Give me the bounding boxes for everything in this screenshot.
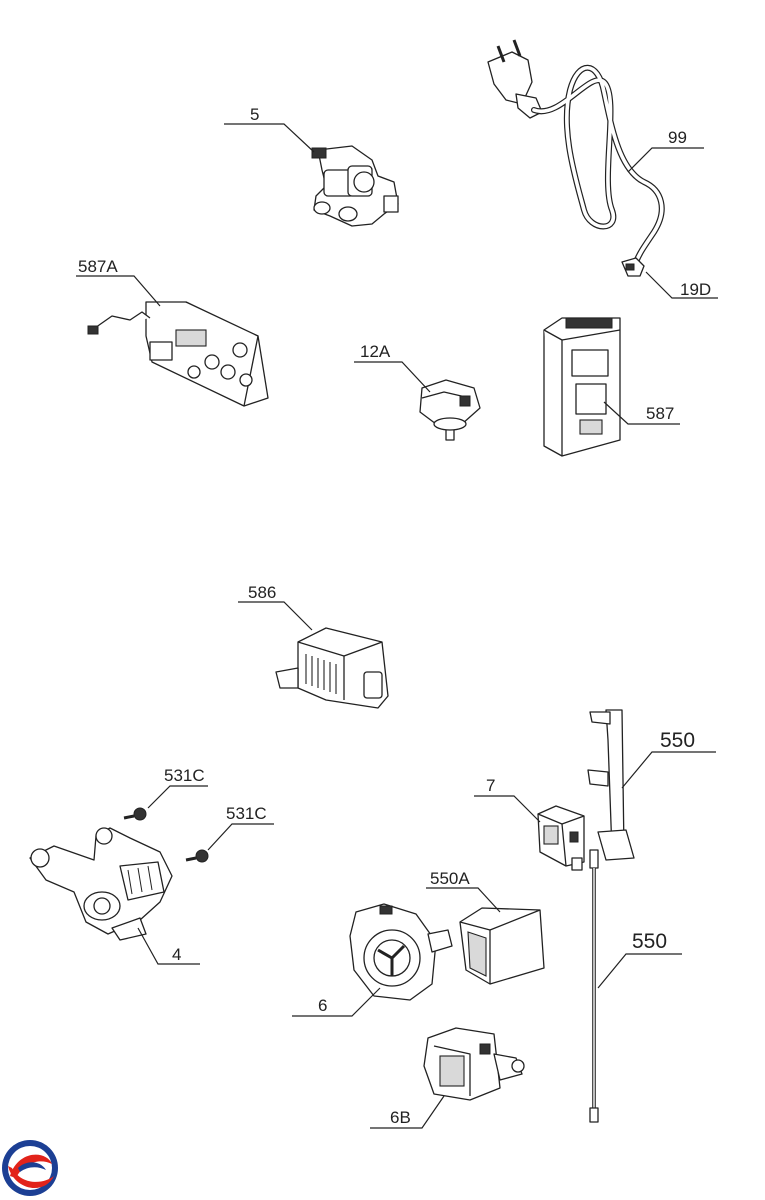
screw-part-531C-a — [123, 807, 147, 821]
label-550-bottom: 550 — [632, 930, 667, 953]
leader-7 — [474, 795, 541, 823]
pump-part-6B — [423, 1027, 525, 1101]
rail-bracket-part-550-top — [587, 709, 635, 861]
motor-module-part-586 — [275, 627, 389, 709]
module-housing-part-587 — [543, 317, 621, 457]
leader-4 — [137, 927, 200, 965]
cord-clip-part-19D — [621, 257, 645, 277]
label-4: 4 — [172, 945, 181, 964]
leader-531C-a — [147, 785, 208, 809]
pump-motor-part-4 — [29, 827, 173, 941]
label-19D: 19D — [680, 280, 711, 299]
leader-6 — [292, 987, 381, 1017]
power-cord-part-99 — [487, 39, 665, 265]
filter-box-part-550A — [459, 907, 545, 985]
leader-19D — [645, 271, 718, 299]
label-99: 99 — [668, 128, 687, 147]
label-587A: 587A — [78, 257, 118, 276]
brand-logo — [2, 1140, 58, 1196]
control-board-part-587A — [87, 301, 269, 407]
leader-6B — [370, 1095, 445, 1129]
leader-586 — [238, 601, 313, 631]
wire-harness-part-550-bottom — [589, 849, 599, 1123]
leader-5 — [224, 123, 315, 153]
leader-550-top — [621, 751, 716, 789]
inlet-valve-part-5 — [311, 145, 399, 227]
label-531C-b: 531C — [226, 804, 267, 823]
screw-part-531C-b — [185, 849, 209, 863]
label-587: 587 — [646, 404, 674, 423]
label-6: 6 — [318, 996, 327, 1015]
label-5: 5 — [250, 105, 259, 124]
leader-550A — [426, 887, 501, 913]
leader-99 — [627, 147, 704, 173]
pressure-switch-part-12A — [419, 379, 481, 441]
leader-531C-b — [207, 823, 274, 851]
leader-12A — [354, 361, 431, 393]
label-550A: 550A — [430, 869, 470, 888]
label-7: 7 — [486, 776, 495, 795]
label-586: 586 — [248, 583, 276, 602]
label-550-top: 550 — [660, 729, 695, 752]
leader-550-bottom — [597, 953, 682, 989]
leader-587 — [603, 401, 680, 425]
label-531C-a: 531C — [164, 766, 205, 785]
door-lock-part-7 — [537, 805, 585, 871]
label-12A: 12A — [360, 342, 391, 361]
leader-587A — [76, 275, 161, 307]
drain-pump-part-6 — [349, 903, 453, 1001]
label-6B: 6B — [390, 1108, 411, 1127]
